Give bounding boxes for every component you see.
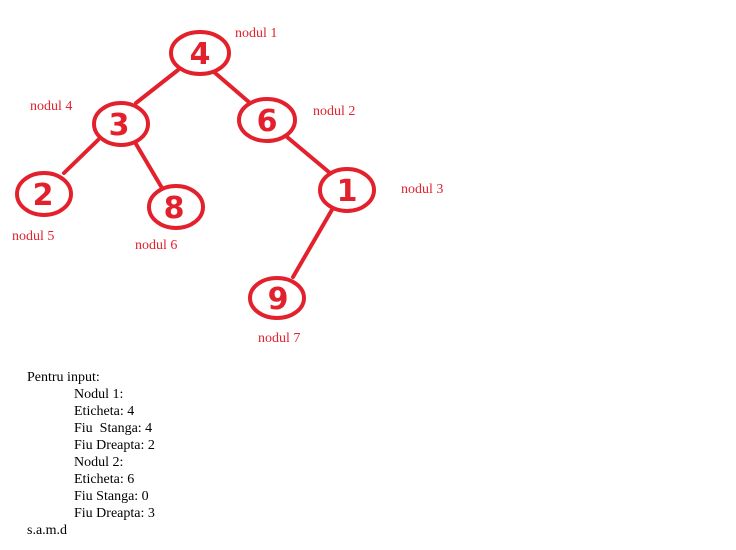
node-2-caption: nodul 2 [313,104,355,119]
node-1-circle [169,30,231,76]
tree-node-1: 4 nodul 1 [169,26,277,76]
tree-edges [62,68,335,279]
node-7-circle [248,276,306,320]
tree-node-7: 9 nodul 7 [248,276,306,346]
edge-n2-n3 [285,135,332,175]
input-line-7: Fiu Stanga: 0 [74,489,149,504]
tree-nodes: 4 nodul 1 6 nodul 2 1 nodul 3 3 nodul 4 [12,26,443,346]
node-2-value: 6 [257,104,278,139]
node-5-caption: nodul 5 [12,229,54,244]
tree-node-5: 2 nodul 5 [12,171,73,244]
node-7-value: 9 [268,282,289,317]
node-1-value: 4 [190,37,211,72]
input-line-8: Fiu Dreapta: 3 [74,506,155,521]
tree-node-6: 8 nodul 6 [135,184,205,253]
node-2-circle [237,97,297,143]
input-line-6: Eticheta: 6 [74,472,135,487]
edge-n1-n2 [212,70,252,105]
input-description: Pentru input: Nodul 1: Eticheta: 4 Fiu S… [27,369,155,539]
node-5-value: 2 [33,178,54,213]
node-4-caption: nodul 4 [30,99,72,114]
node-3-value: 1 [337,174,358,209]
tree-node-3: 1 nodul 3 [318,167,443,213]
node-4-value: 3 [109,108,130,143]
node-6-caption: nodul 6 [135,238,177,253]
tree-node-4: 3 nodul 4 [30,99,150,147]
node-6-value: 8 [164,191,185,226]
input-line-3: Fiu Stanga: 4 [74,421,153,436]
input-line-1: Nodul 1: [74,387,124,402]
input-line-4: Fiu Dreapta: 2 [74,438,155,453]
node-1-caption: nodul 1 [235,26,277,41]
edge-n1-n4 [134,68,180,105]
edge-n3-n7 [291,206,335,279]
node-3-caption: nodul 3 [401,182,443,197]
node-5-circle [15,171,73,217]
input-footer: s.a.m.d [27,523,68,538]
input-line-5: Nodul 2: [74,455,124,470]
node-3-circle [318,167,376,213]
edge-n4-n6 [134,142,164,190]
node-4-circle [92,101,150,147]
node-7-caption: nodul 7 [258,331,300,346]
edge-n4-n5 [62,138,100,175]
input-heading: Pentru input: [27,370,100,385]
binary-tree: 4 nodul 1 6 nodul 2 1 nodul 3 3 nodul 4 [12,26,443,346]
node-6-circle [147,184,205,230]
input-line-2: Eticheta: 4 [74,404,135,419]
tree-node-2: 6 nodul 2 [237,97,355,143]
